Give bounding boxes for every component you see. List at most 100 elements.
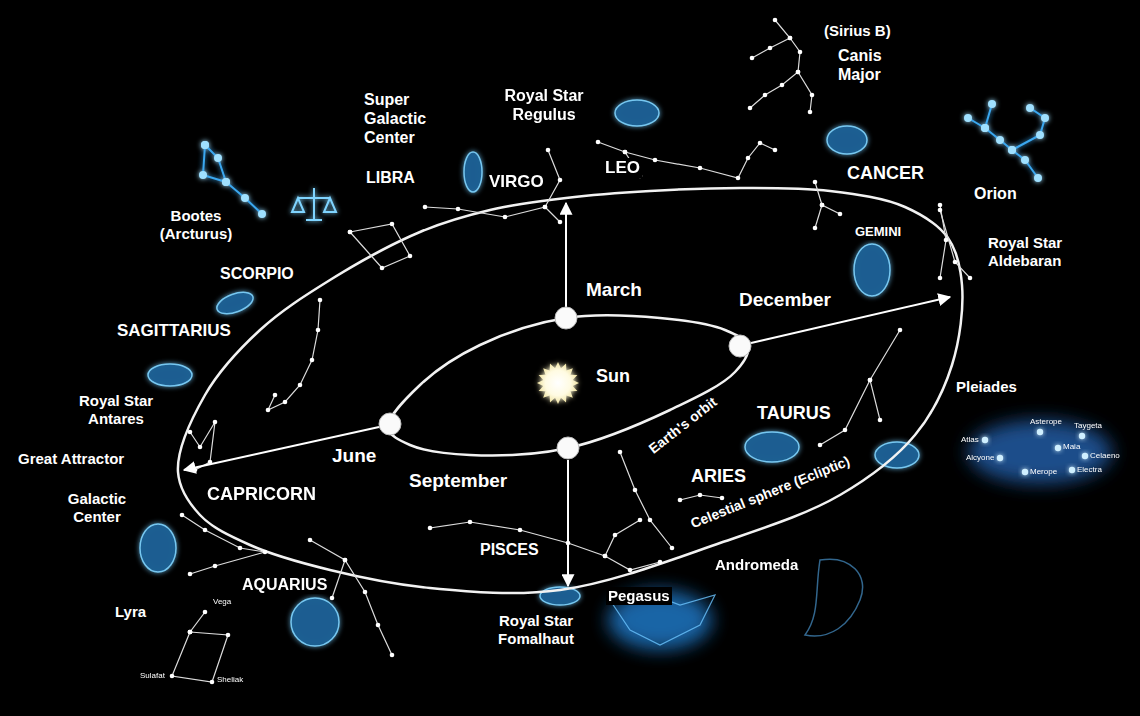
cluster-label: Pleiades bbox=[954, 378, 1019, 396]
star-dot bbox=[613, 533, 618, 538]
star-dot bbox=[456, 207, 461, 212]
star-dot bbox=[953, 260, 958, 265]
star-dot bbox=[210, 680, 215, 685]
figure-line bbox=[182, 515, 265, 574]
star-dot bbox=[938, 203, 943, 208]
scorpio-icon bbox=[214, 288, 256, 318]
star-dot bbox=[1021, 156, 1029, 164]
star-dot bbox=[878, 418, 883, 423]
star-dot bbox=[796, 70, 801, 75]
zodiac-label: LEO bbox=[603, 158, 642, 178]
star-dot bbox=[818, 443, 823, 448]
star-name: Sulafat bbox=[140, 672, 165, 681]
lyra-figure bbox=[170, 610, 231, 685]
star-dot bbox=[188, 630, 193, 635]
star-name: Sheliak bbox=[217, 676, 243, 685]
constellation-label: Lyra bbox=[113, 603, 148, 621]
star-dot bbox=[558, 220, 563, 225]
libra-figure bbox=[348, 222, 413, 271]
star-dot bbox=[780, 83, 785, 88]
figure-line bbox=[820, 330, 900, 445]
figure-line bbox=[598, 142, 775, 178]
star-dot bbox=[796, 70, 801, 75]
figure-line bbox=[620, 452, 672, 548]
virgo-figure bbox=[423, 148, 563, 225]
taurus-figure bbox=[818, 328, 903, 448]
figure-line bbox=[752, 38, 790, 58]
andromeda-figure bbox=[805, 559, 863, 636]
star-name: Asterope bbox=[1030, 418, 1062, 427]
star-dot bbox=[316, 328, 321, 333]
pisces-figure bbox=[428, 518, 663, 573]
blue-figures bbox=[199, 100, 1049, 218]
star-dot bbox=[628, 568, 633, 573]
star-dot bbox=[746, 156, 751, 161]
star-dot bbox=[213, 420, 218, 425]
star-dot bbox=[788, 36, 793, 41]
month-dots bbox=[379, 307, 751, 459]
star-dot bbox=[203, 528, 208, 533]
star-dot bbox=[1055, 445, 1061, 451]
star-dot bbox=[258, 210, 266, 218]
royal-star-label: Royal Star Regulus bbox=[492, 86, 596, 124]
star-dot bbox=[1041, 114, 1049, 122]
star-dot bbox=[423, 205, 428, 210]
star-dot bbox=[546, 148, 551, 153]
star-dot bbox=[653, 158, 658, 163]
star-dot bbox=[1008, 146, 1016, 154]
figure-line bbox=[798, 72, 812, 112]
constellation-label: Bootes (Arcturus) bbox=[148, 207, 244, 243]
figure-line bbox=[870, 380, 880, 420]
star-dot bbox=[633, 488, 638, 493]
direction-arrow bbox=[567, 460, 569, 586]
star-dot bbox=[638, 518, 643, 523]
zodiac-icons bbox=[140, 100, 919, 646]
star-dot bbox=[720, 496, 725, 501]
figure-line bbox=[968, 118, 1038, 178]
star-dot bbox=[238, 546, 243, 551]
figure-line bbox=[205, 145, 262, 214]
month-label: March bbox=[584, 279, 644, 302]
star-dot bbox=[201, 141, 209, 149]
star-dot bbox=[773, 18, 778, 23]
earth-position-dot bbox=[555, 307, 577, 329]
star-dot bbox=[214, 154, 222, 162]
star-dot bbox=[813, 180, 818, 185]
month-label: December bbox=[737, 289, 833, 312]
star-dot bbox=[199, 171, 207, 179]
leo-icon bbox=[615, 100, 659, 126]
star-dot bbox=[618, 450, 623, 455]
star-dot bbox=[813, 226, 818, 231]
sun-symbol bbox=[537, 362, 579, 404]
star-dot bbox=[390, 653, 395, 658]
figure-line bbox=[190, 422, 215, 470]
star-dot bbox=[1069, 467, 1075, 473]
leo-figure bbox=[596, 140, 778, 181]
constellation-label: Pegasus bbox=[606, 587, 672, 605]
star-dot bbox=[981, 124, 989, 132]
star-dot bbox=[298, 383, 303, 388]
constellation-label: Orion bbox=[972, 184, 1019, 203]
star-dot bbox=[518, 528, 523, 533]
star-dot bbox=[343, 558, 348, 563]
star-dot bbox=[603, 554, 608, 559]
star-dot bbox=[343, 558, 348, 563]
gemini-icon bbox=[854, 244, 890, 296]
aquarius-icon bbox=[291, 598, 339, 646]
star-dot bbox=[222, 178, 230, 186]
zodiac-label: LIBRA bbox=[364, 168, 417, 187]
star-dot bbox=[283, 400, 288, 405]
star-dot bbox=[201, 141, 209, 149]
star-dot bbox=[543, 205, 548, 210]
cancer-icon bbox=[827, 126, 867, 154]
star-dot bbox=[623, 150, 628, 155]
star-name: Alcyone bbox=[966, 454, 994, 463]
star-name: Merope bbox=[1030, 468, 1057, 477]
star-dot bbox=[408, 254, 413, 259]
month-label: September bbox=[407, 470, 509, 493]
taurus-icon bbox=[745, 432, 799, 462]
star-dot bbox=[868, 378, 873, 383]
star-dot bbox=[788, 36, 793, 41]
star-dot bbox=[820, 203, 825, 208]
